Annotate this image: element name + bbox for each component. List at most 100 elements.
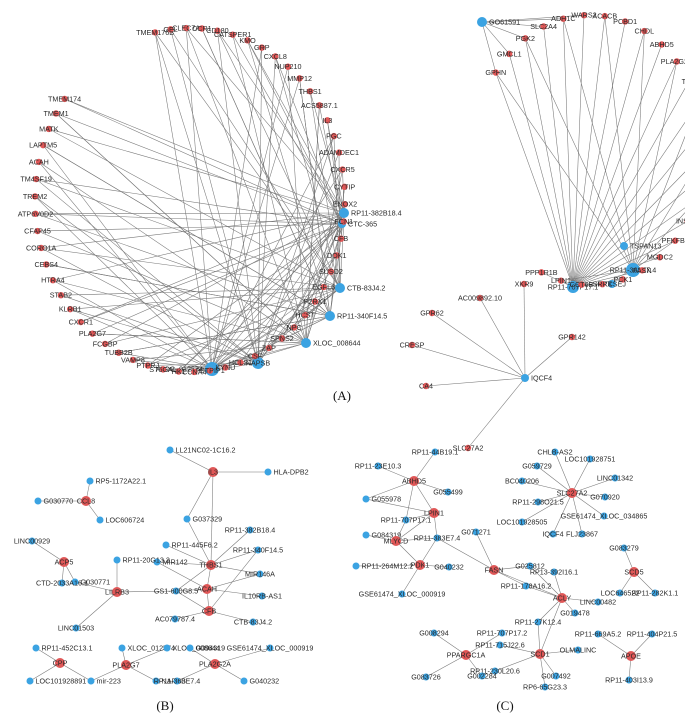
node-label: CTD-2033A16.1 — [36, 579, 88, 588]
node-c-rp11-282k1-1: RP11-282K1.1 — [632, 589, 679, 598]
node-a-ccr1: CCR1 — [192, 24, 212, 33]
node-c-rp11-383e7-4: RP11-383E7.4 — [414, 534, 461, 543]
node-marker — [422, 382, 430, 390]
node-label: PLA2G2A — [661, 57, 685, 66]
node-label: G040232 — [434, 563, 464, 572]
node-label: GPHN — [485, 68, 506, 77]
node-label: TMEM174 — [48, 94, 81, 103]
edge — [572, 21, 626, 288]
node-a-pgk2: PGK2 — [516, 34, 535, 43]
edge — [329, 238, 342, 317]
node-b-il3: IL3 — [208, 467, 218, 477]
node-c-rp11-230l20-6: RP11-230L20.6 — [470, 667, 520, 676]
node-c-g025812: G025812 — [515, 562, 545, 571]
edge — [211, 135, 335, 370]
node-b-ctd-2033a16-1: CTD-2033A16.1 — [36, 579, 88, 588]
node-marker — [258, 592, 266, 600]
node-label: THBS1 — [199, 561, 222, 570]
node-label: GPR62 — [420, 309, 444, 318]
node-marker — [580, 11, 588, 19]
node-label: XLOC_008644 — [313, 339, 361, 348]
node-label: SCD5 — [624, 568, 643, 577]
edge — [80, 212, 345, 323]
node-label: CFB — [202, 607, 217, 616]
node-marker — [311, 298, 319, 305]
node-marker — [341, 183, 348, 191]
node-c-g040232: G040232 — [434, 563, 464, 572]
node-label: RP11-44B19.1 — [412, 448, 459, 457]
edge — [34, 196, 259, 364]
node-c-iqcf4: IQCF4 — [542, 530, 563, 539]
node-label: G055978 — [372, 495, 402, 504]
node-marker — [210, 659, 220, 669]
node-marker — [518, 518, 526, 526]
edge — [247, 40, 343, 225]
node-label: XKR9 — [515, 280, 534, 289]
node-b-loc606724: LOC606724 — [96, 516, 144, 525]
node-label: FLJ23867 — [566, 530, 598, 539]
node-marker — [115, 349, 122, 356]
node-a-clec7a: CLEC7A — [172, 24, 200, 33]
node-c-g007492: G007492 — [541, 672, 571, 681]
node-label: LOC101928751 — [565, 455, 616, 464]
edge — [365, 480, 415, 500]
node-label: TOX — [682, 77, 685, 86]
node-b-ctb-83j4-2: CTB-83J4.2 — [234, 618, 272, 627]
edge — [572, 121, 685, 288]
edge — [572, 149, 685, 288]
edge — [475, 531, 495, 571]
node-c-rp11-707p17-1: RP11-707P17.1 — [381, 516, 432, 525]
node-label: RP6-65G23.3 — [523, 683, 567, 692]
node-label: LOC101928505 — [497, 518, 548, 527]
node-marker — [491, 667, 499, 675]
edge — [175, 564, 212, 592]
node-marker — [35, 158, 43, 166]
node-marker — [172, 587, 180, 595]
node-marker — [206, 560, 216, 570]
edge — [604, 16, 634, 271]
node-c-acly: ACLY — [553, 593, 571, 603]
node-a-rp11-707p17-1: RP11-707P17.1 — [548, 281, 598, 293]
node-a-spns2: SPNS2 — [270, 334, 294, 343]
edge — [174, 610, 210, 620]
node-marker — [87, 677, 95, 685]
edge — [333, 136, 341, 289]
node-marker — [86, 477, 94, 485]
edge — [211, 66, 289, 370]
edge — [563, 18, 634, 271]
edge — [80, 223, 343, 323]
node-marker — [183, 24, 190, 32]
node-marker — [214, 27, 221, 34]
node-a-lpin1: LPIN1 — [551, 276, 571, 285]
node-label: PGK2 — [516, 34, 535, 43]
node-marker — [324, 117, 331, 124]
node-marker — [301, 338, 311, 348]
node-label: CRESP — [400, 341, 425, 350]
node-marker — [601, 493, 609, 501]
node-label: PLA2G7 — [112, 661, 139, 670]
node-c-loc646522: LOC646522 — [601, 589, 640, 598]
node-a-coro1a: CORO1A — [26, 243, 57, 252]
node-label: CCT6B — [570, 280, 594, 289]
node-marker — [415, 560, 425, 570]
node-c-mlycd: MLYCD — [384, 536, 408, 546]
node-a-ccna4: CCNA4 — [182, 367, 206, 376]
node-marker — [173, 677, 181, 685]
node-marker — [625, 676, 633, 684]
node-marker — [244, 37, 251, 44]
edge — [481, 18, 564, 23]
node-label: GMCL1 — [497, 49, 522, 58]
node-a-cfap45: CFAP45 — [24, 227, 51, 236]
node-a-cxcr1: CXCR1 — [69, 318, 93, 327]
edge — [365, 498, 435, 514]
node-label: RP11-404P21.5 — [627, 630, 678, 639]
edge — [41, 247, 259, 364]
node-marker — [202, 584, 212, 594]
node-b-rp11-452c13-1: RP11-452C13.1 — [32, 644, 93, 653]
edge — [38, 161, 213, 370]
node-c-rp11-707p17-2: RP11-707P17.2 — [477, 629, 528, 638]
node-marker — [362, 495, 370, 503]
node-marker — [578, 530, 586, 538]
edge — [36, 178, 343, 225]
edge — [479, 297, 526, 379]
